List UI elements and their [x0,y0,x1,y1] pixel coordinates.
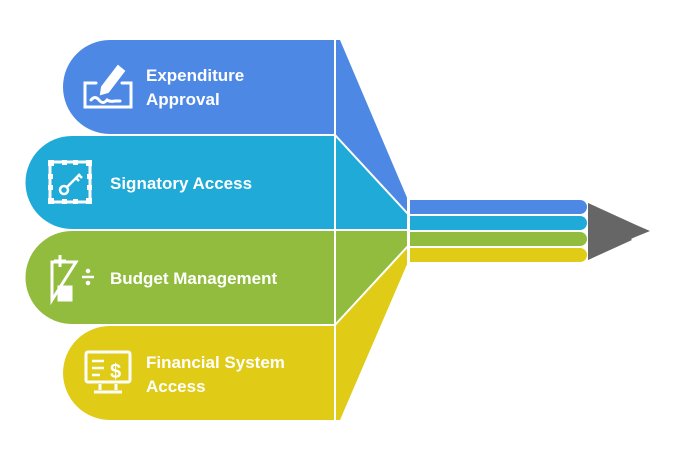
svg-text:$: $ [110,361,121,383]
band-financial-system-access [63,326,335,420]
funnel-budget [335,230,408,325]
monitor-dollar-icon: $ [84,350,132,394]
band-expenditure-approval [63,40,334,134]
funnel-expenditure [335,40,408,214]
band-signatory-access [25,136,334,229]
bar-cyan [410,216,587,230]
bar-yellow [410,248,587,262]
band-budget-management [25,231,334,324]
bar-green [410,232,587,246]
label-budget-management: Budget Management [110,269,278,288]
signature-icon [83,64,133,109]
funnel-financial [335,246,408,420]
calculator-icon [50,255,94,306]
bar-blue [410,200,587,214]
funnel-signatory [335,135,408,230]
label-signatory-access: Signatory Access [110,174,252,193]
key-frame-icon [48,160,92,204]
